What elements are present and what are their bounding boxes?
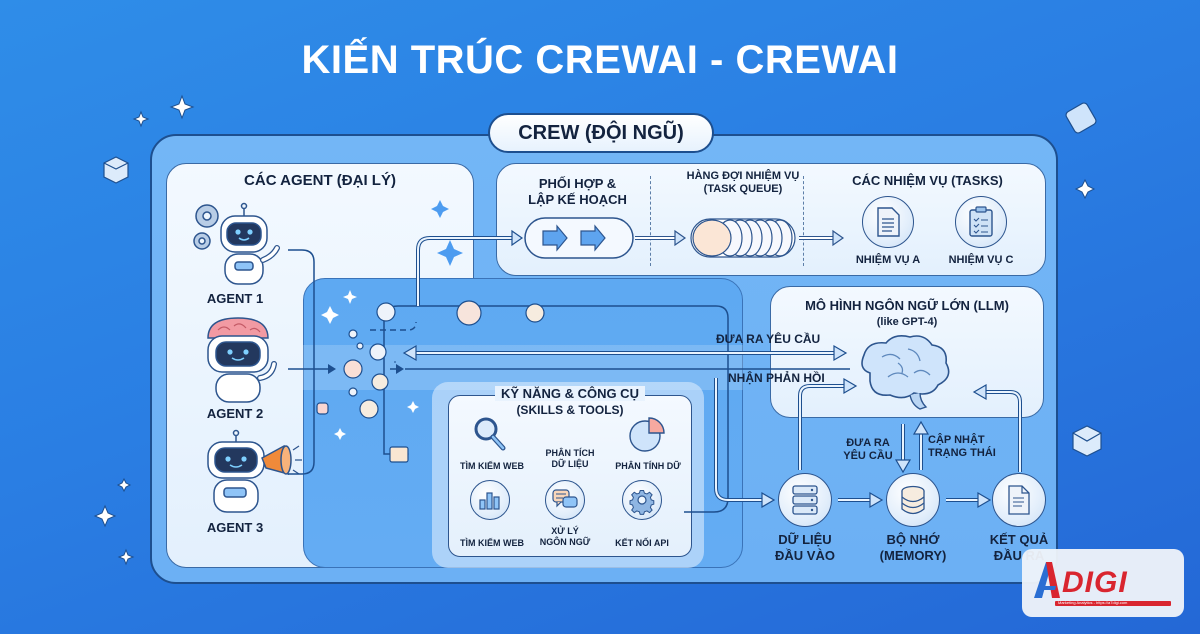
task-a-label: NHIỆM VỤ A [855, 254, 921, 266]
update-state-label: CẬP NHẬT TRẠNG THÁI [928, 434, 1008, 460]
watermark-tagline: Marketing Analytics - https://a7digi.com [1058, 600, 1128, 605]
coordination-pill [524, 217, 634, 259]
memory-request-line-2: YÊU CẦU [843, 450, 893, 462]
input-line-2: ĐẦU VÀO [775, 548, 835, 563]
pie-chart-icon[interactable] [628, 416, 666, 454]
output-node[interactable] [992, 473, 1046, 527]
skills-title: KỸ NĂNG & CÔNG CỤ [448, 386, 692, 402]
task-a-icon[interactable] [862, 196, 914, 248]
sparkle-icon [93, 504, 117, 528]
chat-bubbles-icon [552, 489, 578, 508]
page-title: KIẾN TRÚC CREWAI - CREWAI [301, 38, 899, 82]
skill-data-analysis-line-1: PHÂN TÍCH [545, 448, 595, 458]
skill-nlp-line-2: NGÔN NGỮ [539, 537, 591, 547]
arrow-right-icon [580, 224, 606, 252]
robot-brain-icon [207, 317, 277, 403]
queue-line-2: (TASK QUEUE) [703, 183, 783, 195]
task-queue-cylinder [690, 218, 796, 258]
robot-gears-icon [193, 202, 280, 285]
cube-icon [103, 156, 129, 184]
llm-title: MÔ HÌNH NGÔN NGỮ LỚN (LLM) [805, 298, 1009, 313]
memory-request-label: ĐƯA RA YÊU CẦU [838, 437, 898, 463]
divider [803, 176, 804, 266]
server-icon [792, 485, 818, 515]
skill-nlp-line-1: XỬ LÝ [551, 526, 579, 536]
cube-icon [1072, 425, 1102, 457]
update-line-1: CẬP NHẬT [928, 434, 985, 446]
document-icon [877, 207, 900, 237]
coordination-line-1: PHỐI HỢP & [538, 176, 617, 191]
skill-data-analysis-line-2: DỮ LIỆU [551, 459, 589, 469]
agent-1-label: AGENT 1 [206, 291, 264, 306]
task-c-label: NHIỆM VỤ C [948, 254, 1014, 266]
a7-logo-mark [1034, 562, 1060, 598]
document-icon [1008, 485, 1030, 515]
task-queue-label: HÀNG ĐỢI NHIỆM VỤ (TASK QUEUE) [668, 170, 818, 196]
clipboard-checklist-icon [969, 206, 993, 237]
crew-label: CREW (ĐỘI NGŨ) [488, 113, 714, 153]
memory-line-2: (MEMORY) [879, 548, 947, 563]
agent-3-label: AGENT 3 [206, 520, 264, 535]
memory-request-line-1: ĐƯA RA [846, 437, 890, 449]
input-data-label: DỮ LIỆU ĐẦU VÀO [765, 532, 845, 564]
skill-data-analysis-label: PHÂN TÍCH DỮ LIỆU [530, 448, 610, 470]
watermark-tagline-bar [1055, 601, 1171, 606]
queue-line-1: HÀNG ĐỢI NHIỆM VỤ [686, 170, 800, 182]
coordination-label: PHỐI HỢP & LẬP KẾ HOẠCH [510, 176, 645, 208]
sparkle-icon [116, 477, 132, 493]
robot-megaphone-icon [207, 429, 302, 513]
receive-response-label: NHẬN PHẢN HỒI [728, 371, 825, 385]
bar-chart-icon [479, 492, 500, 510]
memory-label: BỘ NHỚ (MEMORY) [868, 532, 958, 564]
api-button[interactable] [622, 480, 662, 520]
skill-web-search-2-label: TÌM KIẾM WEB [460, 538, 524, 548]
output-line-1: KẾT QUẢ [989, 532, 1049, 547]
update-line-2: TRẠNG THÁI [928, 447, 996, 459]
input-data-node[interactable] [778, 473, 832, 527]
brain-icon [861, 335, 950, 410]
divider [650, 176, 651, 266]
cube-icon [1065, 102, 1097, 134]
chat-button[interactable] [545, 480, 585, 520]
coordination-line-2: LẬP KẾ HOẠCH [528, 192, 627, 207]
bar-chart-button[interactable] [470, 480, 510, 520]
send-request-label: ĐƯA RA YÊU CẦU [716, 332, 821, 346]
skill-web-search-label: TÌM KIẾM WEB [460, 461, 524, 471]
memory-node[interactable] [886, 473, 940, 527]
skill-nlp-label: XỬ LÝ NGÔN NGỮ [525, 526, 605, 548]
llm-subtitle: (like GPT-4) [876, 316, 938, 328]
sparkle-icon [169, 94, 195, 120]
magnifier-icon[interactable] [472, 416, 506, 452]
database-icon [901, 485, 925, 515]
queue-to-tasks-arrow [799, 229, 845, 247]
sparkle-icon [132, 110, 150, 128]
input-line-1: DỮ LIỆU [778, 532, 832, 547]
watermark-brand: DIGI [1062, 566, 1128, 599]
skills-title-text: KỸ NĂNG & CÔNG CỤ [495, 386, 645, 401]
agent-2-label: AGENT 2 [206, 406, 264, 421]
memory-line-1: BỘ NHỚ [886, 532, 940, 547]
skill-api-label: KẾT NỐI API [615, 538, 669, 548]
sparkle-icon [1074, 178, 1096, 200]
task-c-icon[interactable] [955, 196, 1007, 248]
tasks-title: CÁC NHIỆM VỤ (TASKS) [852, 173, 1003, 188]
agents-title: CÁC AGENT (ĐẠI LÝ) [244, 172, 396, 189]
skill-analysis-label: PHÂN TÍNH DỮ [615, 461, 681, 471]
sparkle-icon [117, 548, 135, 566]
gear-icon [629, 490, 655, 515]
coordination-flow-graphic [524, 217, 796, 259]
arrow-right-icon [542, 224, 568, 252]
